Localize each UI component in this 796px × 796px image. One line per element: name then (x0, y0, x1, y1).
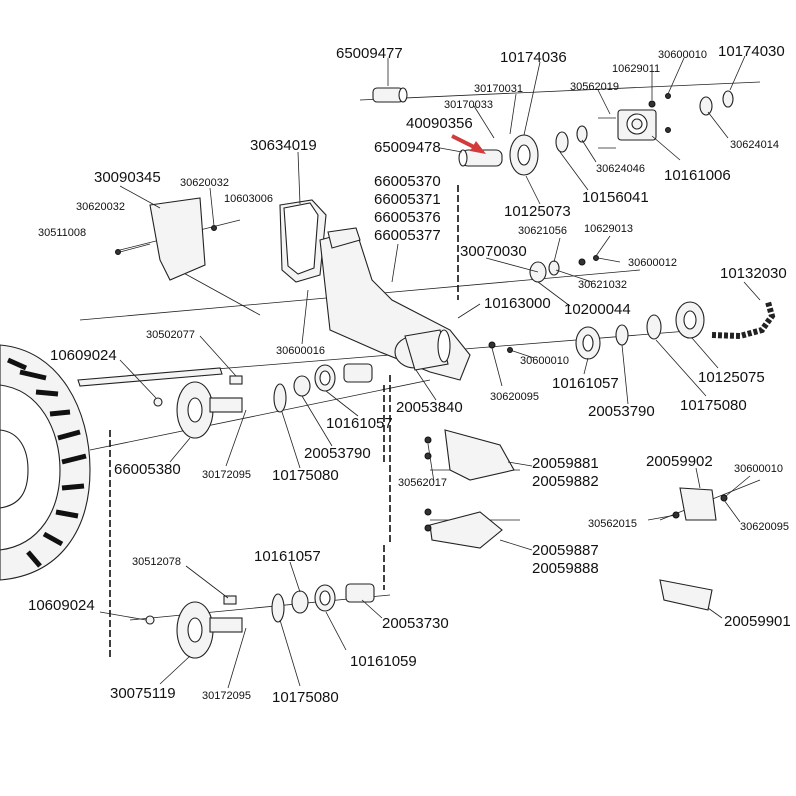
part-label: 30620095 (740, 521, 789, 533)
part-label: 20053840 (396, 399, 463, 416)
part-label: 30620095 (490, 391, 539, 403)
part-label: 30512078 (132, 556, 181, 568)
part-label: 30075119 (110, 685, 176, 702)
part-label: 10629013 (584, 223, 633, 235)
part-label: 30502077 (146, 329, 195, 341)
part-label: 20059881 (532, 455, 599, 472)
part-label: 10163000 (484, 295, 551, 312)
part-label: 30634019 (250, 137, 317, 154)
frame-housing (115, 197, 471, 381)
part-label: 20053790 (304, 445, 371, 462)
part-label: 10175080 (272, 689, 339, 706)
part-label: 10175080 (272, 467, 339, 484)
upper-shaft-assembly (372, 87, 734, 176)
part-label: 10156041 (582, 189, 649, 206)
part-labels: 65009477 10174036 30600010 10174030 1062… (28, 43, 791, 706)
part-label: 30600012 (628, 257, 677, 269)
part-label: 66005377 (374, 227, 441, 244)
part-label: 40090356 (406, 115, 473, 132)
part-label: 30172095 (202, 690, 251, 702)
part-label: 30600010 (734, 463, 783, 475)
upper-hub-assembly (176, 363, 373, 439)
part-label: 10132030 (720, 265, 787, 282)
part-label: 20059888 (532, 560, 599, 577)
part-label: 10629011 (612, 63, 660, 75)
part-label: 30600010 (658, 49, 707, 61)
part-label: 10161057 (326, 415, 393, 432)
part-label: 10175080 (680, 397, 747, 414)
part-label: 30621032 (578, 279, 627, 291)
part-label: 20059902 (646, 453, 713, 470)
part-label: 30511008 (38, 227, 86, 239)
part-label: 20059901 (724, 613, 791, 630)
part-label: 10125073 (504, 203, 571, 220)
part-label: 20059882 (532, 473, 599, 490)
part-label: 20059887 (532, 542, 599, 559)
part-label: 30624046 (596, 163, 645, 175)
part-label: 66005371 (374, 191, 441, 208)
part-label: 30620032 (180, 177, 229, 189)
part-label: 20053730 (382, 615, 449, 632)
part-label: 10174030 (718, 43, 785, 60)
highlight-arrow (451, 134, 486, 154)
part-label: 65009477 (336, 45, 403, 62)
part-label: 30090345 (94, 169, 161, 186)
part-label: 30562015 (588, 518, 637, 530)
part-label: 20053790 (588, 403, 655, 420)
right-drive (488, 255, 776, 360)
part-label: 30621056 (518, 225, 567, 237)
dashed-boundaries (109, 185, 459, 660)
part-label: 66005380 (114, 461, 181, 478)
part-label: 66005370 (374, 173, 441, 190)
part-label: 10161057 (254, 548, 321, 565)
lower-hub-assembly (145, 583, 375, 659)
part-label: 65009478 (374, 139, 441, 156)
part-label: 10161006 (664, 167, 731, 184)
part-label: 30600010 (520, 355, 569, 367)
leader-lines (99, 55, 761, 689)
bracket-parts (424, 429, 728, 611)
part-label: 30620032 (76, 201, 125, 213)
part-label: 10609024 (50, 347, 117, 364)
part-label: 30562019 (570, 81, 619, 93)
part-label: 30562017 (398, 477, 447, 489)
part-label: 30624014 (730, 139, 779, 151)
part-label: 10609024 (28, 597, 95, 614)
part-label: 10125075 (698, 369, 765, 386)
tractor-wheel (0, 344, 91, 581)
part-label: 10603006 (224, 193, 273, 205)
part-label: 30170031 (474, 83, 523, 95)
part-label: 10161059 (350, 653, 417, 670)
part-label: 66005376 (374, 209, 441, 226)
part-label: 30170033 (444, 99, 493, 111)
part-label: 10161057 (552, 375, 619, 392)
part-label: 10200044 (564, 301, 631, 318)
part-label: 30070030 (460, 243, 527, 260)
part-label: 30600016 (276, 345, 325, 357)
axle-rod (77, 367, 243, 407)
part-label: 10174036 (500, 49, 567, 66)
part-label: 30172095 (202, 469, 251, 481)
